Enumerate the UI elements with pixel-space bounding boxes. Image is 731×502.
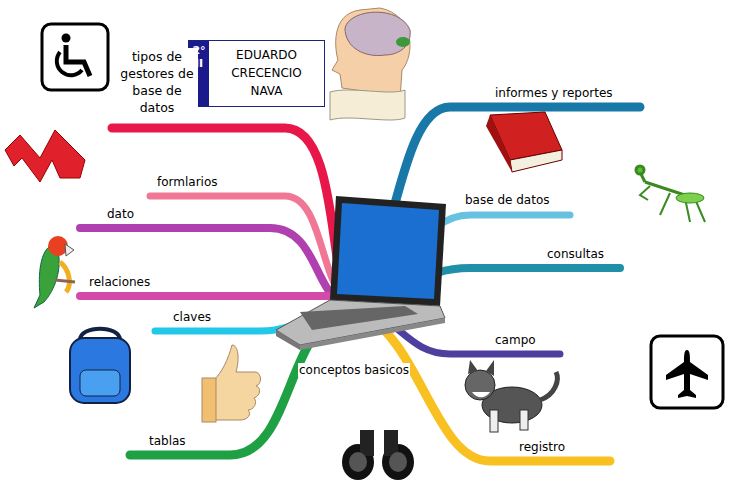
branch-label: consultas (546, 247, 605, 261)
branch-label: tablas (148, 434, 187, 448)
mantis (636, 166, 705, 222)
thumbs-up (202, 345, 261, 422)
cat (465, 360, 557, 432)
title-box: 2° IIEDUARDO CRECENCIO NAVA (188, 40, 325, 107)
backpack (70, 329, 130, 403)
student-name: EDUARDO CRECENCIO NAVA (215, 46, 318, 100)
branch-label: relaciones (88, 275, 151, 289)
laptop (276, 196, 446, 350)
branch-label: informes y reportes (494, 86, 614, 100)
branch-label: conceptos basicos (298, 363, 410, 377)
branch-label: campo (494, 333, 537, 347)
book (486, 112, 562, 172)
branch-label: formlarios (156, 175, 219, 189)
branches (80, 107, 640, 461)
zigzag-arrow (5, 130, 85, 182)
branch-label: dato (106, 207, 135, 221)
wheelchair-icon (42, 24, 108, 90)
branch-label: registro (518, 440, 566, 454)
parrot (34, 236, 75, 308)
airplane-icon (651, 336, 723, 408)
binoculars (342, 430, 414, 480)
branch-label: claves (172, 310, 212, 324)
branch-label: base de datos (464, 193, 551, 207)
brain-head (330, 8, 410, 120)
branch-label: tipos de gestores de base de datos (116, 48, 198, 116)
